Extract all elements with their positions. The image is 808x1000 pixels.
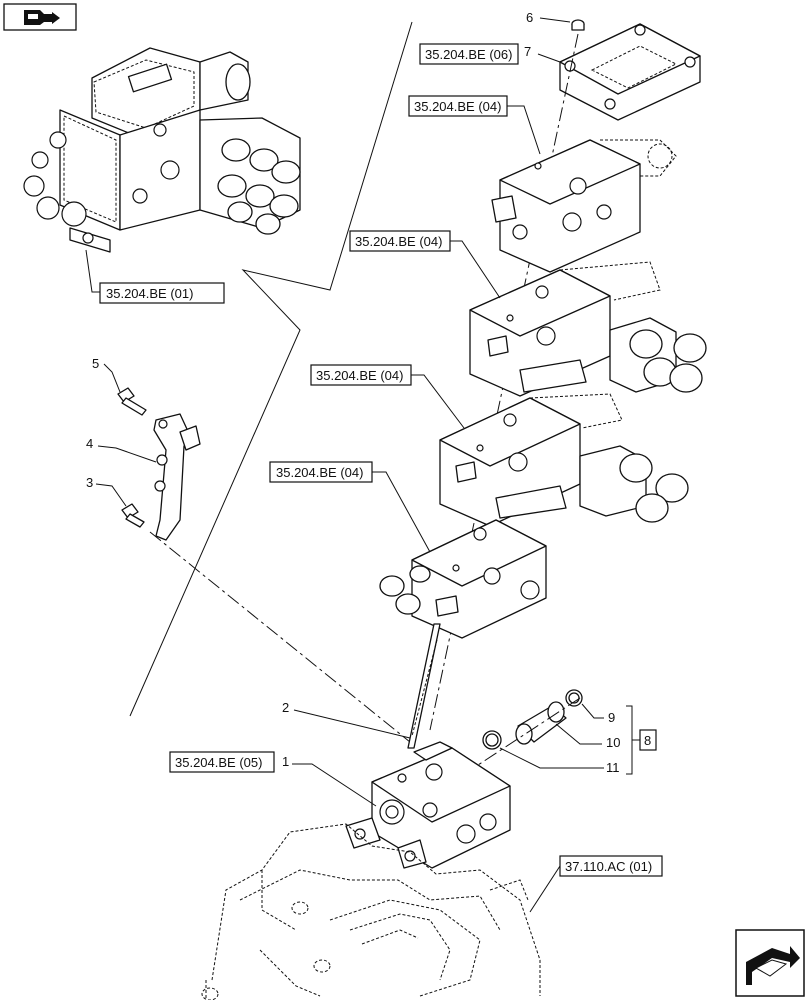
svg-text:35.204.BE (05): 35.204.BE (05) <box>175 755 262 770</box>
ref-box-35-204-be-04-c[interactable]: 35.204.BE (04) <box>310 364 412 386</box>
cover-plate-part-7 <box>559 23 701 121</box>
leader-3 <box>95 483 127 507</box>
tie-rod-part-2 <box>407 623 441 749</box>
ref-box-35-204-be-04-b[interactable]: 35.204.BE (04) <box>349 230 451 252</box>
svg-text:35.204.BE (04): 35.204.BE (04) <box>276 465 363 480</box>
seal-ring-part-11 <box>482 730 502 750</box>
item-number-2: 2 <box>282 700 289 715</box>
item-number-10: 10 <box>606 735 620 750</box>
ref-box-37-110-ac-01[interactable]: 37.110.AC (01) <box>559 855 663 877</box>
kit-box-8[interactable]: 8 <box>639 729 657 751</box>
alignment-axis-bracket <box>149 531 411 743</box>
svg-text:8: 8 <box>644 733 651 748</box>
bracket-part-4 <box>153 413 201 541</box>
ref-box-35-204-be-06[interactable]: 35.204.BE (06) <box>419 43 519 65</box>
valve-section-4 <box>379 519 547 639</box>
kit-bracket <box>626 705 640 775</box>
svg-text:35.204.BE (01): 35.204.BE (01) <box>106 286 193 301</box>
valve-stack-assembly-overview <box>23 47 301 253</box>
leader-1 <box>292 763 377 807</box>
item-number-5: 5 <box>92 356 99 371</box>
ref-box-35-204-be-05[interactable]: 35.204.BE (05) <box>169 751 275 773</box>
valve-section-2 <box>469 261 707 397</box>
ref-box-35-204-be-04-a[interactable]: 35.204.BE (04) <box>408 95 508 117</box>
item-number-7: 7 <box>524 44 531 59</box>
inlet-valve-section-part-1 <box>345 741 511 869</box>
leader-ref-04-c <box>411 374 465 429</box>
svg-text:35.204.BE (04): 35.204.BE (04) <box>414 99 501 114</box>
leader-ref-04-b <box>450 240 501 299</box>
svg-text:35.204.BE (04): 35.204.BE (04) <box>355 234 442 249</box>
leader-10 <box>555 723 602 745</box>
return-arrow-icon[interactable] <box>735 929 805 997</box>
svg-text:35.204.BE (04): 35.204.BE (04) <box>316 368 403 383</box>
leader-ref-04-d <box>372 471 431 553</box>
leader-ref-04-a <box>507 105 541 155</box>
ref-box-35-204-be-01[interactable]: 35.204.BE (01) <box>99 282 225 304</box>
leader-11 <box>499 747 604 769</box>
next-page-arrow-icon[interactable] <box>3 3 77 31</box>
screw-part-3 <box>121 503 145 528</box>
item-number-1: 1 <box>282 754 289 769</box>
svg-text:35.204.BE (06): 35.204.BE (06) <box>425 47 512 62</box>
leader-4 <box>97 445 157 463</box>
ref-box-35-204-be-04-d[interactable]: 35.204.BE (04) <box>269 461 373 483</box>
leader-ref-01 <box>85 249 100 293</box>
plug-part-10 <box>515 701 567 745</box>
item-number-4: 4 <box>86 436 93 451</box>
seal-ring-part-9 <box>565 689 583 707</box>
item-number-6: 6 <box>526 10 533 25</box>
rear-axle-housing <box>201 823 541 1000</box>
nut-part-6 <box>571 19 585 31</box>
item-number-9: 9 <box>608 710 615 725</box>
leader-7 <box>537 53 561 63</box>
leader-6 <box>539 17 571 23</box>
svg-text:37.110.AC (01): 37.110.AC (01) <box>565 859 652 874</box>
leader-9 <box>581 703 604 719</box>
alignment-axis-plug <box>439 697 581 791</box>
screw-part-5 <box>117 387 147 416</box>
section-divider-line <box>129 21 413 717</box>
item-number-11: 11 <box>606 760 620 775</box>
leader-5 <box>103 363 121 393</box>
leader-ref-37 <box>529 865 561 913</box>
leader-2 <box>293 709 411 739</box>
item-number-3: 3 <box>86 475 93 490</box>
valve-section-3 <box>439 393 689 527</box>
valve-section-1 <box>491 139 677 273</box>
